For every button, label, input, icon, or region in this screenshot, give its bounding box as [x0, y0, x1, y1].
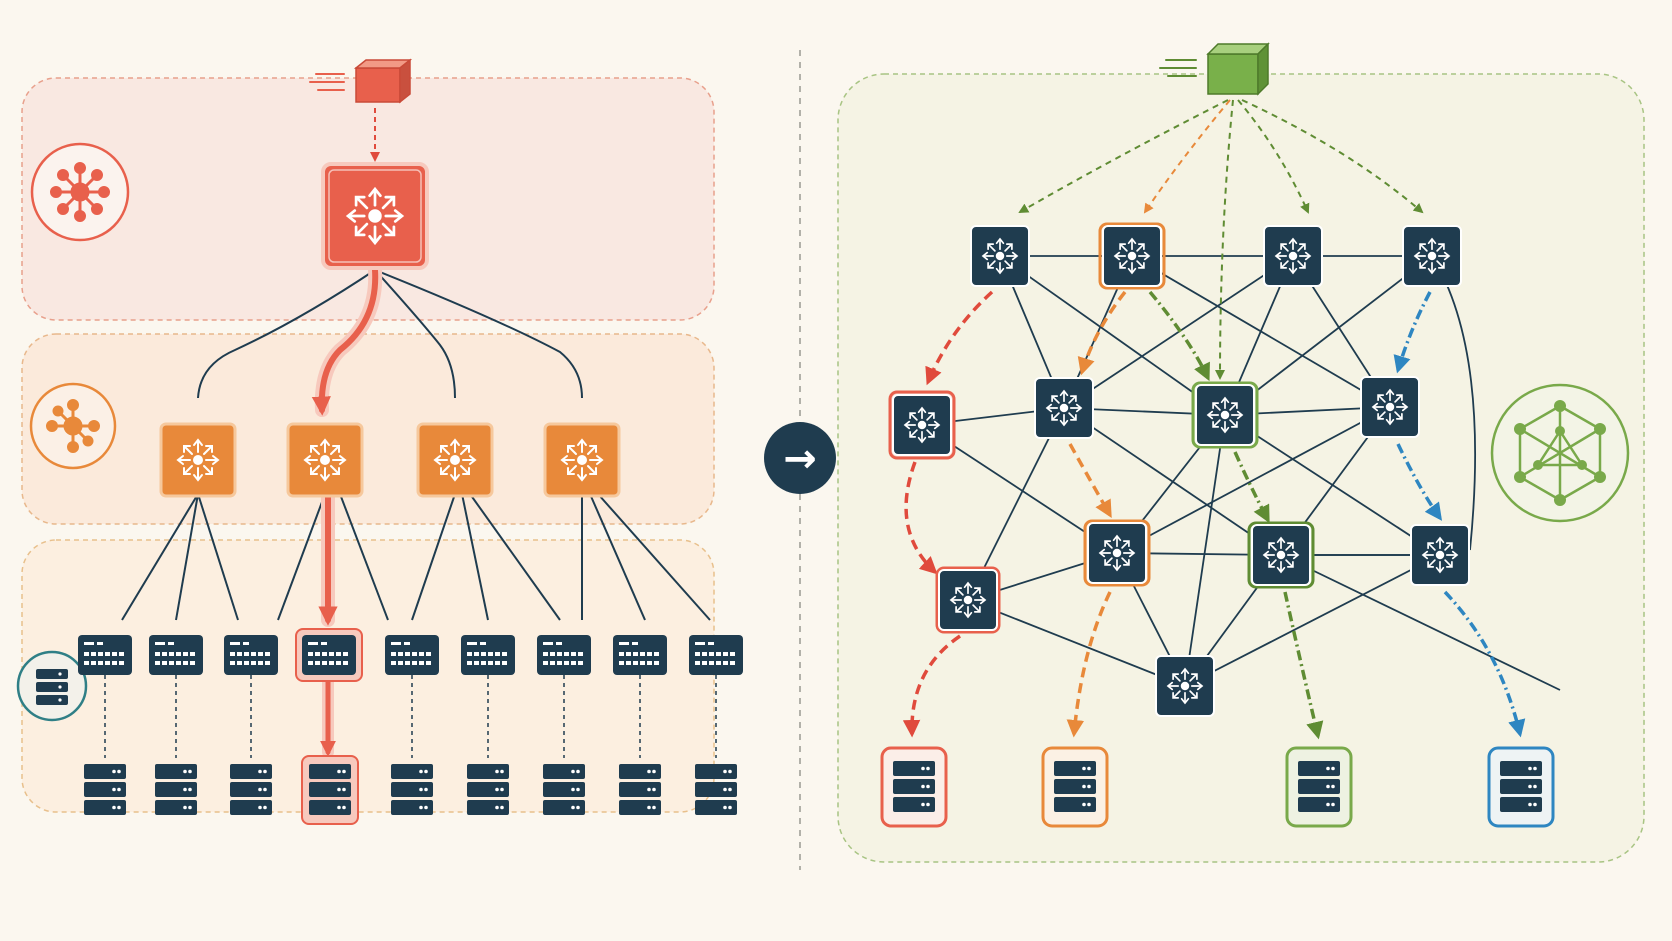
server-stack-icon: [467, 764, 509, 815]
rack-switch-icon: [385, 635, 439, 675]
mesh-topology: [837, 42, 1645, 863]
core-tier-badge: [30, 142, 130, 242]
hub-spoke-icon: [46, 399, 100, 453]
server-stack-icon-red: [880, 746, 948, 828]
rack-switch-icon: [689, 635, 743, 675]
router-arrows-icon-green: [1247, 521, 1315, 589]
router-arrows-icon: [561, 439, 603, 481]
router-arrows-icon-orange: [1083, 519, 1151, 587]
rack-switch-icon: [461, 635, 515, 675]
rack-switch-icon: [149, 635, 203, 675]
server-stack-icon: [695, 764, 737, 815]
flow-orange: [1066, 290, 1127, 738]
server-stack-icon: [155, 764, 197, 815]
rack-switch-icon: [613, 635, 667, 675]
server-stack-icon: [619, 764, 661, 815]
aggregation-switch: [543, 422, 621, 498]
server-stack-icon: [84, 764, 126, 815]
server-stack-icon: [230, 764, 272, 815]
router-arrows-icon: [1156, 656, 1214, 716]
aggregation-switch: [416, 422, 494, 498]
router-arrows-icon-orange: [1098, 222, 1166, 290]
router-arrows-icon-green: [1191, 381, 1259, 449]
router-arrows-icon: [177, 439, 219, 481]
router-arrows-icon: [304, 439, 346, 481]
aggregation-switch-highlighted: [286, 422, 364, 498]
rack-switch-icon: [224, 635, 278, 675]
router-arrows-icon: [1403, 226, 1461, 286]
server-stack-icon-orange: [1041, 746, 1109, 828]
server-stack-icon: [391, 764, 433, 815]
router-arrows-icon-red: [888, 390, 956, 460]
arrow-right-icon: →: [783, 436, 817, 482]
rack-switch-icon: [78, 635, 132, 675]
router-arrows-icon-red: [935, 566, 1001, 634]
hub-spoke-icon: [50, 162, 110, 222]
rack-dashed-links: [104, 675, 717, 758]
hierarchical-topology: [16, 58, 743, 825]
flow-blue: [1393, 291, 1526, 738]
flow-green: [1148, 290, 1324, 740]
cube-icon: [353, 58, 413, 104]
server-stack-icon-blue: [1487, 746, 1555, 828]
router-arrows-icon: [434, 439, 476, 481]
ingress-flows: [1018, 99, 1424, 380]
router-arrows-icon: [971, 226, 1029, 286]
flow-red: [902, 290, 994, 738]
tree-links: [121, 269, 711, 621]
router-arrows-icon: [1264, 226, 1322, 286]
server-stack-icon-highlighted: [301, 755, 359, 825]
server-stack-icon-green: [1285, 746, 1353, 828]
router-arrows-icon: [1035, 378, 1093, 438]
rack-switch-icon: [537, 635, 591, 675]
incoming-packet-red: [309, 58, 413, 162]
server-stack-icon: [543, 764, 585, 815]
server-tier-badge: [16, 650, 88, 722]
router-arrows-icon: [1361, 377, 1419, 437]
router-arrows-icon: [1411, 525, 1469, 585]
cube-icon: [1206, 42, 1270, 96]
incoming-packet-green: [1159, 42, 1270, 96]
server-icon: [36, 669, 68, 705]
rack-switch-icon-highlighted: [295, 628, 363, 682]
highlighted-path: [311, 263, 383, 758]
aggregation-switch: [159, 422, 237, 498]
aggregation-tier-badge: [29, 382, 117, 470]
router-arrows-icon: [346, 187, 404, 245]
core-switch: [321, 162, 429, 270]
transition-arrow: →: [764, 422, 836, 494]
mesh-badge: [1490, 383, 1630, 523]
